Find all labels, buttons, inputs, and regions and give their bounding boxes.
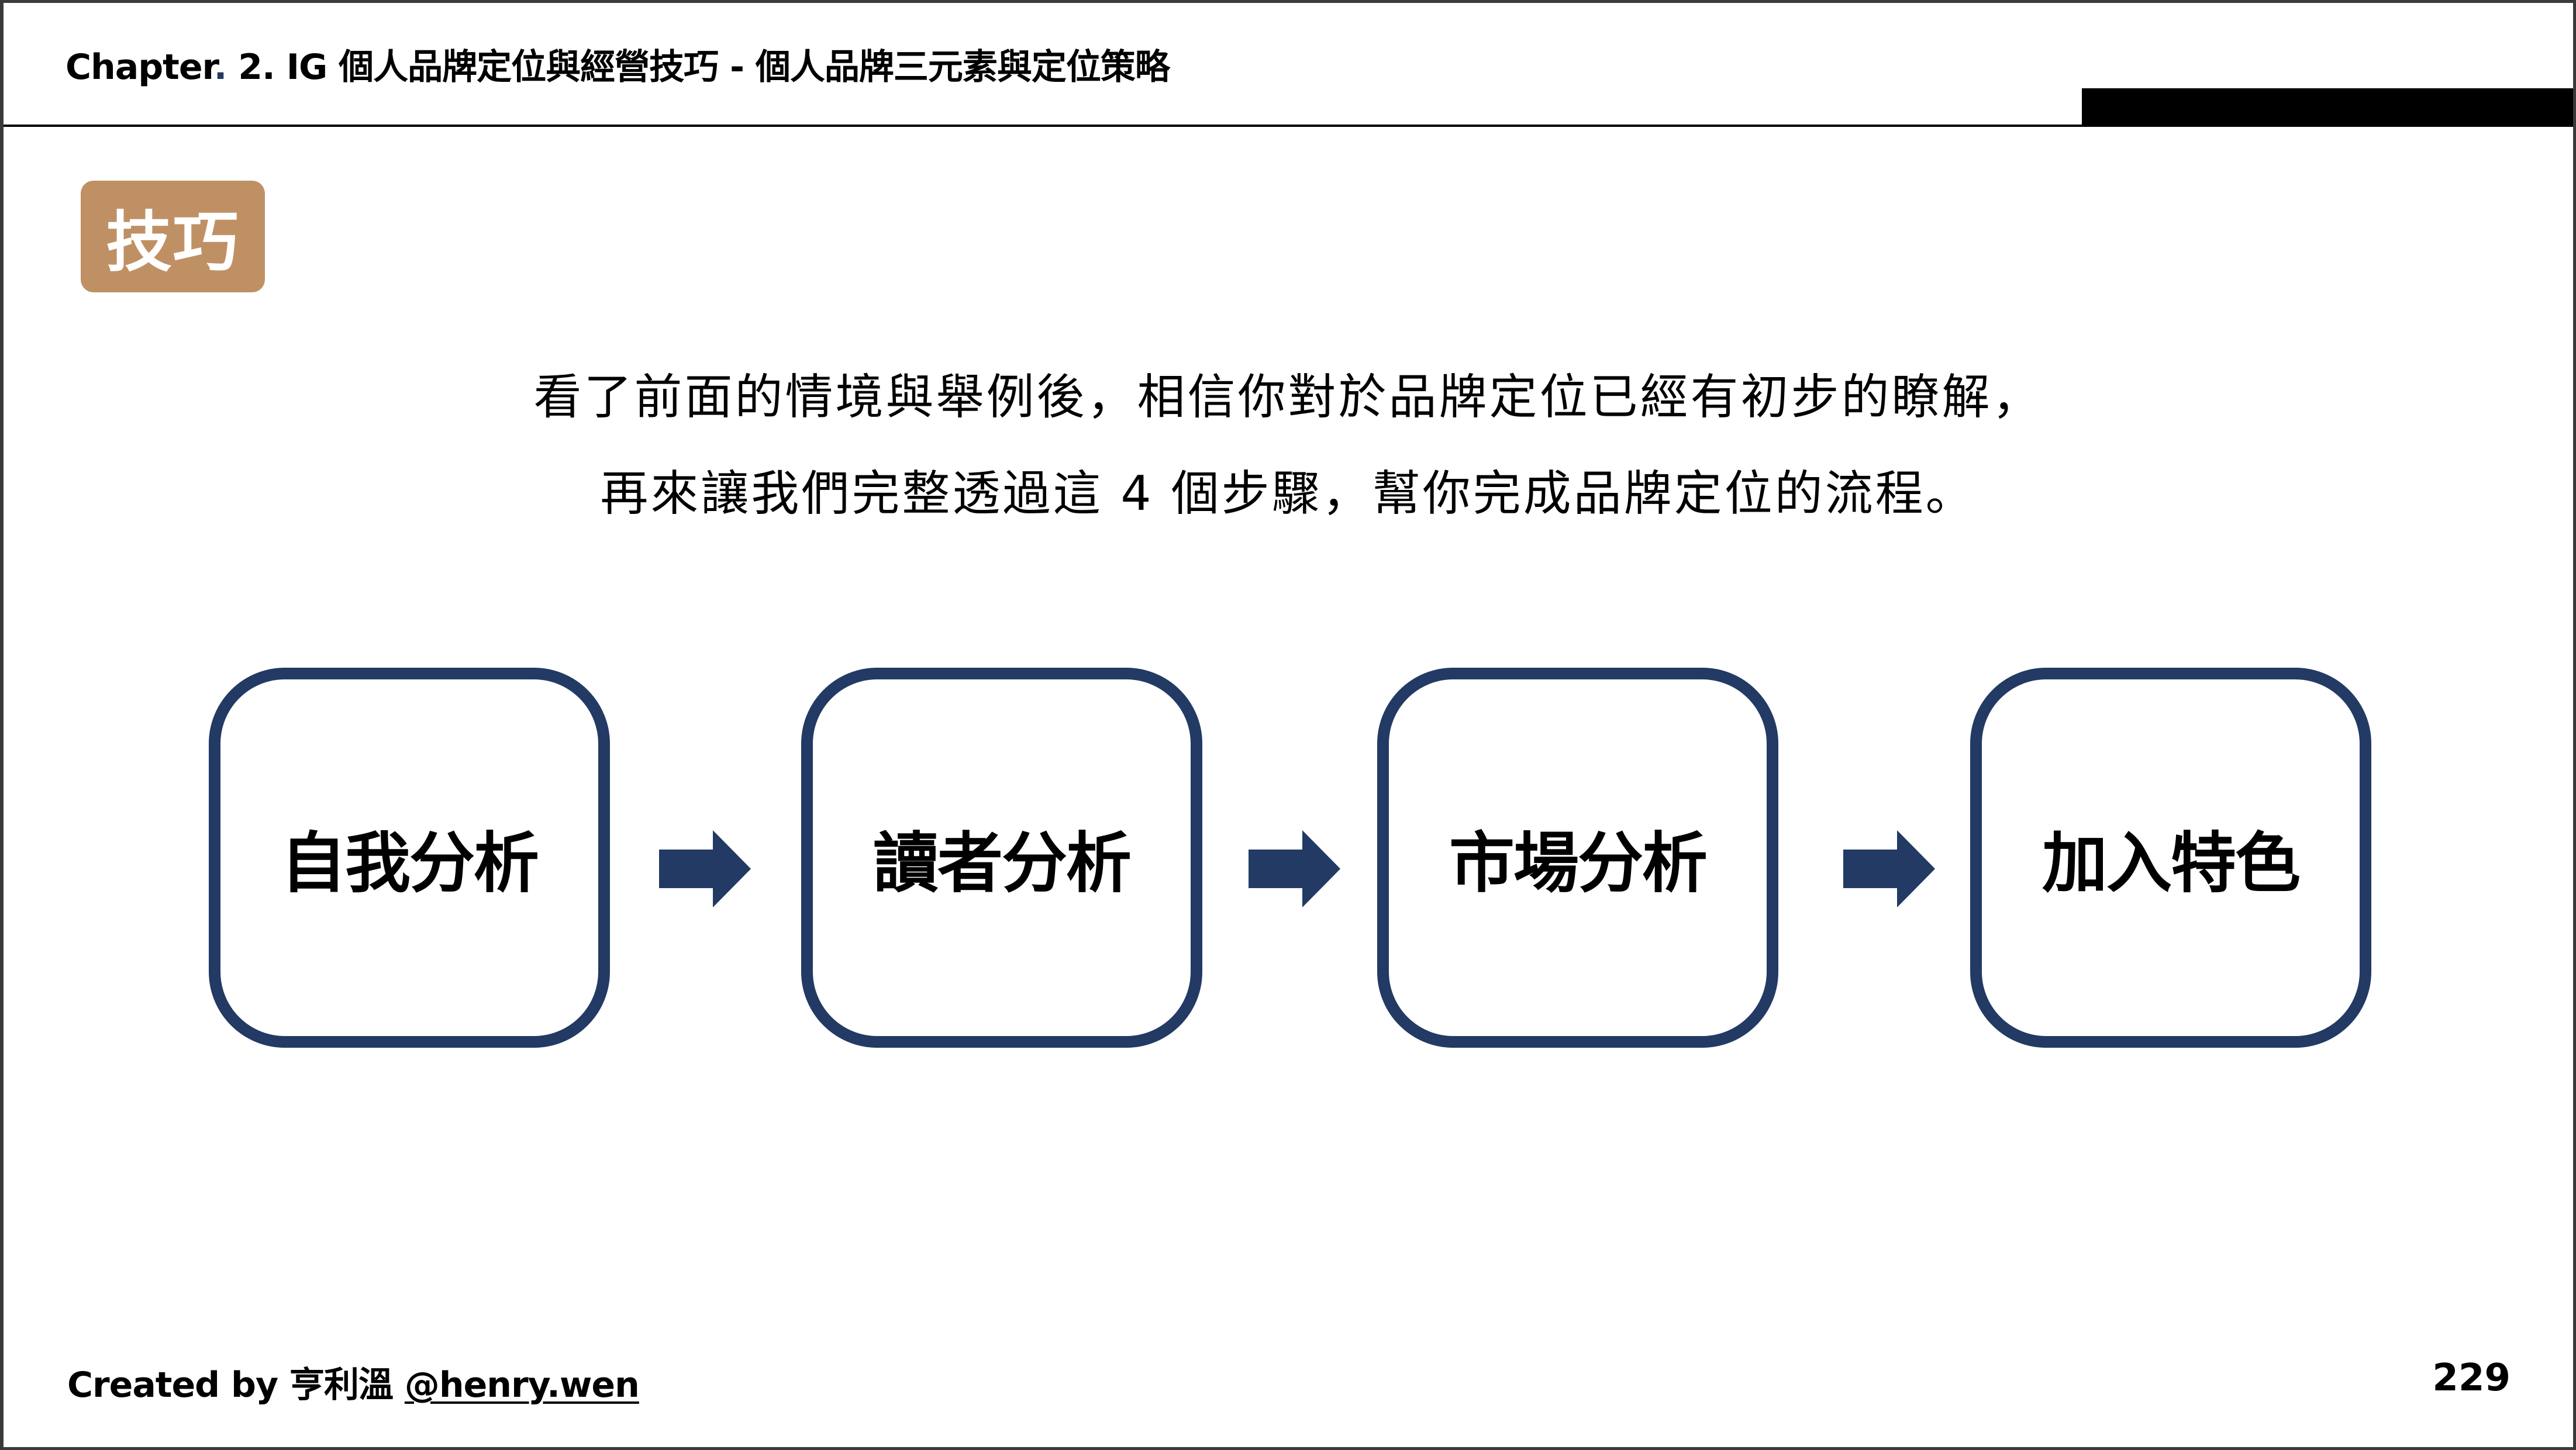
author-handle-link[interactable]: @henry.wen	[404, 1365, 640, 1406]
arrow-right-icon	[1843, 830, 1935, 907]
chapter-prefix: Chapter	[65, 47, 215, 88]
arrow-right-icon	[659, 830, 751, 907]
credit-prefix: Created by 亨利溫	[67, 1365, 405, 1406]
header-accent-bar	[2082, 88, 2573, 126]
page-number: 229	[2432, 1356, 2511, 1400]
header-divider	[4, 125, 2573, 127]
step-label: 讀者分析	[873, 826, 1132, 902]
step-self-analysis: 自我分析	[209, 668, 610, 1048]
footer-credit: Created by 亨利溫 @henry.wen	[67, 1356, 640, 1407]
intro-line-1: 看了前面的情境與舉例後，相信你對於品牌定位已經有初步的瞭解，	[533, 370, 2043, 425]
step-add-features: 加入特色	[1970, 668, 2371, 1048]
arrow-right-icon	[1249, 830, 1340, 907]
step-market-analysis: 市場分析	[1377, 668, 1778, 1048]
step-label: 市場分析	[1449, 826, 1708, 902]
step-reader-analysis: 讀者分析	[801, 668, 1202, 1048]
chapter-dot: .	[213, 47, 227, 88]
tip-badge: 技巧	[81, 181, 265, 292]
page-title: Chapter. 2. IG 個人品牌定位與經營技巧 - 個人品牌三元素與定位策…	[65, 39, 1170, 89]
step-label: 自我分析	[281, 826, 539, 902]
intro-line-2: 再來讓我們完整透過這 4 個步驟，幫你完成品牌定位的流程。	[600, 466, 1976, 522]
step-label: 加入特色	[2042, 826, 2301, 902]
chapter-rest: 2. IG 個人品牌定位與經營技巧 - 個人品牌三元素與定位策略	[226, 47, 1170, 88]
